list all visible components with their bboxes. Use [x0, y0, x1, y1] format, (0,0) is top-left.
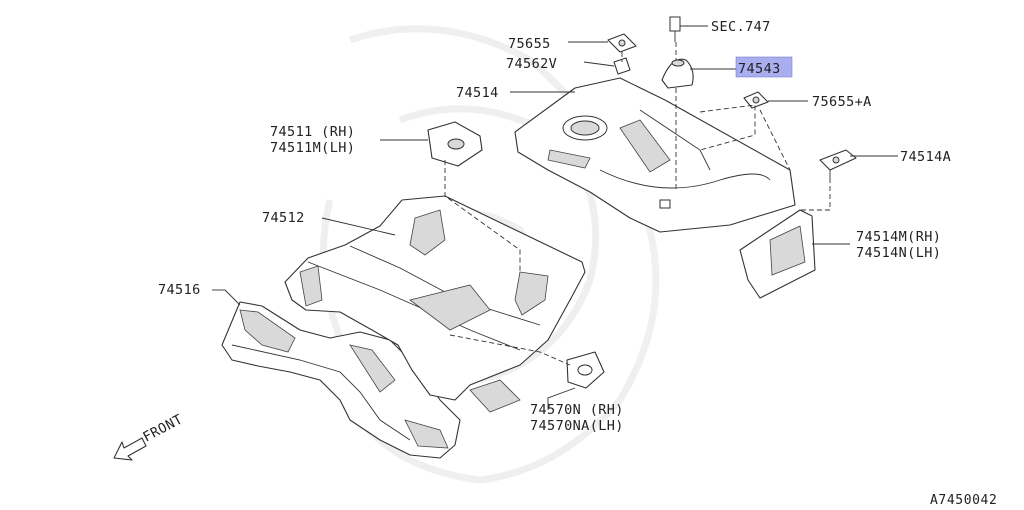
arrow-down-left-icon: [113, 437, 147, 461]
label-74514n[interactable]: 74514N(LH): [856, 245, 941, 261]
label-sec747[interactable]: SEC.747: [711, 19, 771, 35]
front-label: FRONT: [140, 411, 185, 445]
part-74514m[interactable]: [739, 209, 816, 299]
label-74543[interactable]: 74543: [738, 61, 781, 77]
label-75655a[interactable]: 75655+A: [812, 94, 872, 110]
label-74516[interactable]: 74516: [158, 282, 201, 298]
label-74562v[interactable]: 74562V: [506, 56, 557, 72]
part-74511[interactable]: [427, 121, 483, 167]
label-74514a[interactable]: 74514A: [900, 149, 951, 165]
label-74570n[interactable]: 74570N (RH): [530, 402, 624, 418]
part-74543[interactable]: [661, 58, 694, 89]
diagram-code: A7450042: [930, 493, 997, 508]
part-74512[interactable]: [284, 195, 586, 413]
label-74511m[interactable]: 74511M(LH): [270, 140, 355, 156]
part-75655[interactable]: [607, 33, 637, 53]
assembly-lines: [444, 42, 831, 366]
label-74514m[interactable]: 74514M(RH): [856, 229, 941, 245]
label-74512[interactable]: 74512: [262, 210, 305, 226]
part-74514[interactable]: [514, 77, 796, 233]
leader-lines: [212, 25, 898, 410]
label-75655[interactable]: 75655: [508, 36, 551, 52]
part-74514a[interactable]: [819, 149, 857, 178]
highlight-74543: [735, 56, 793, 78]
front-indicator: FRONT: [113, 411, 186, 461]
part-75655a[interactable]: [743, 91, 769, 109]
label-74511[interactable]: 74511 (RH): [270, 124, 355, 140]
label-74570na[interactable]: 74570NA(LH): [530, 418, 624, 434]
part-sec747[interactable]: [669, 16, 681, 42]
label-74514[interactable]: 74514: [456, 85, 499, 101]
part-74516[interactable]: [221, 301, 461, 459]
part-74562v[interactable]: [613, 57, 631, 75]
part-74570n[interactable]: [566, 351, 605, 389]
